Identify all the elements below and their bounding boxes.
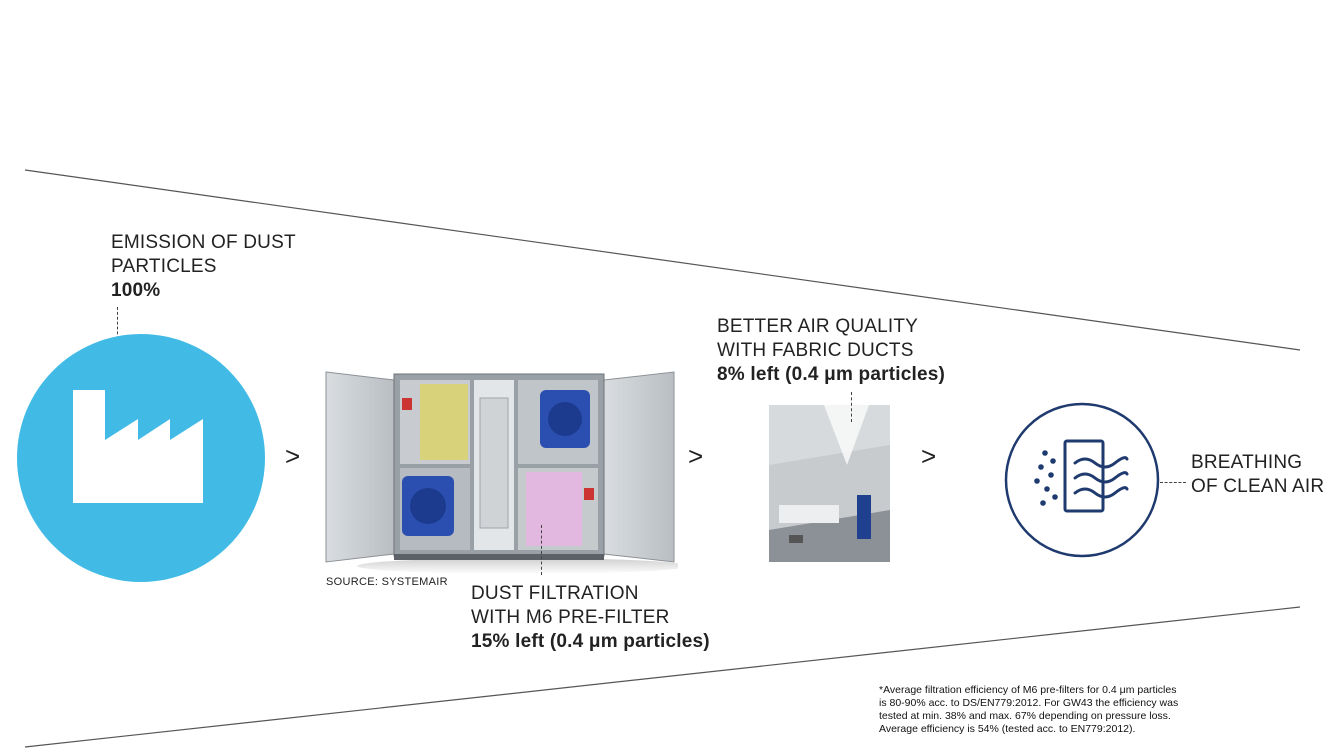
flow-arrow-2: > (688, 441, 704, 471)
fabric-ducts-label-line2: WITH FABRIC DUCTS (717, 340, 914, 361)
fabric-ducts-label: BETTER AIR QUALITY WITH FABRIC DUCTS 8% … (717, 315, 945, 387)
filtration-connector (541, 525, 542, 575)
fabric-duct-room-image (769, 405, 890, 562)
emission-label-line2: PARTICLES (111, 256, 217, 277)
emission-value: 100% (111, 280, 161, 301)
fabric-ducts-connector (851, 392, 852, 422)
filtration-value: 15% left (0.4 μm particles) (471, 631, 710, 652)
image-source-label: SOURCE: SYSTEMAIR (326, 576, 448, 588)
clean-air-label: BREATHING OF CLEAN AIR (1191, 451, 1324, 499)
footnote-line2: is 80-90% acc. to DS/EN779:2012. For GW4… (879, 697, 1179, 709)
fabric-ducts-label-line1: BETTER AIR QUALITY (717, 316, 919, 337)
emission-connector (117, 307, 118, 349)
air-handling-unit-image (325, 371, 678, 573)
filtration-label-line1: DUST FILTRATION (471, 583, 639, 604)
filtration-label: DUST FILTRATION WITH M6 PRE-FILTER 15% l… (471, 582, 710, 654)
footnote-line1: *Average filtration efficiency of M6 pre… (879, 684, 1177, 696)
footnote-line4: Average efficiency is 54% (tested acc. t… (879, 723, 1136, 735)
flow-arrow-1: > (285, 441, 301, 471)
emission-label: EMISSION OF DUST PARTICLES 100% (111, 231, 296, 303)
clean-air-connector (1160, 482, 1186, 483)
clean-air-label-line1: BREATHING (1191, 452, 1303, 473)
factory-icon (17, 334, 265, 582)
air-filter-icon (1004, 402, 1160, 558)
footnote: *Average filtration efficiency of M6 pre… (879, 684, 1259, 736)
flow-arrow-3: > (921, 441, 937, 471)
emission-label-line1: EMISSION OF DUST (111, 232, 296, 253)
footnote-line3: tested at min. 38% and max. 67% dependin… (879, 710, 1171, 722)
fabric-ducts-value: 8% left (0.4 μm particles) (717, 364, 946, 385)
filtration-label-line2: WITH M6 PRE-FILTER (471, 607, 670, 628)
clean-air-label-line2: OF CLEAN AIR (1191, 476, 1325, 497)
